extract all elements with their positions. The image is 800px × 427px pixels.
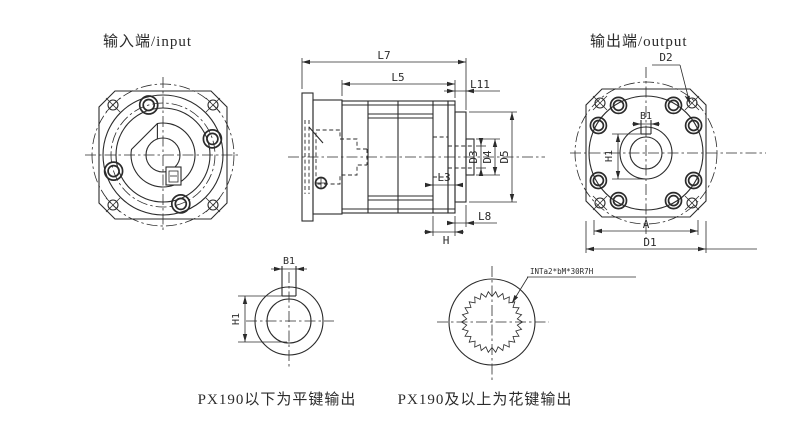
keyway-detail: B1 H1 <box>231 256 334 367</box>
dim-l11: L11 <box>444 78 500 94</box>
dim-d2: D2 <box>652 51 691 105</box>
dim-d1: D1 <box>585 221 757 253</box>
dim-label-l8: L8 <box>478 210 491 223</box>
dim-a: A <box>593 218 699 235</box>
dim-label-l5: L5 <box>391 71 404 84</box>
pilot-circle <box>588 95 704 211</box>
spline-note-label: INTa2*bM*30R7H <box>530 267 594 276</box>
corner-hole <box>592 195 608 211</box>
output-shaft <box>465 138 475 176</box>
side-view: L7 L5 L11 L3 L8 <box>288 49 545 247</box>
pilot-circle <box>115 107 211 203</box>
flange-face-circle <box>102 94 224 216</box>
hidden-clamp-coupling <box>308 126 368 190</box>
corner-hole <box>205 197 221 213</box>
output-bore-circle <box>629 136 663 170</box>
dim-label-b1: B1 <box>640 111 652 122</box>
hidden-shaft-bore <box>432 136 449 178</box>
dim-b1: B1 <box>632 111 660 127</box>
dim-label-a: A <box>643 218 650 231</box>
output-end-heading: 输出端/output <box>590 33 688 50</box>
bolt-hole <box>609 191 628 210</box>
keyway-caption: PX190以下为平键输出 <box>198 391 357 408</box>
flange-outline <box>585 88 707 218</box>
input-bore <box>145 137 181 173</box>
bolt-hole <box>103 161 124 181</box>
dim-label-l7: L7 <box>377 49 390 62</box>
dim-label-l11: L11 <box>470 78 490 91</box>
dim-label-d2: D2 <box>659 51 672 64</box>
dim-label-b1-detail: B1 <box>283 256 295 267</box>
dim-l7: L7 <box>301 49 467 110</box>
dim-label-d5: D5 <box>498 150 511 163</box>
shaft-outer-circle <box>254 286 324 356</box>
dim-h: H <box>424 216 464 247</box>
spline-note-leader: INTa2*bM*30R7H <box>511 267 636 304</box>
input-hub-outline <box>130 122 196 188</box>
flange-outline <box>98 90 228 220</box>
dim-l8: L8 <box>447 205 497 236</box>
bolt-hole <box>684 171 703 190</box>
bolt-hole <box>609 96 628 115</box>
spline-outer-circle <box>448 278 536 366</box>
bolt-hole <box>664 96 683 115</box>
spline-caption: PX190及以上为花键输出 <box>398 391 573 408</box>
bolt-hole <box>138 95 159 115</box>
spline-gear-teeth <box>460 290 524 354</box>
corner-hole <box>205 97 221 113</box>
dim-label-d4: D4 <box>481 150 494 164</box>
dim-label-h1-detail: H1 <box>231 313 242 325</box>
corner-hole <box>105 197 121 213</box>
dim-label-d3: D3 <box>467 150 480 163</box>
shaft-bore-circle <box>266 298 312 344</box>
dim-l5: L5 <box>341 71 456 98</box>
clamp-slot-inner <box>168 170 179 183</box>
dim-label-h1: H1 <box>604 150 615 162</box>
dim-label-l3: L3 <box>437 171 450 184</box>
bolt-hole <box>202 129 223 149</box>
corner-hole-circle <box>91 83 235 227</box>
corner-hole <box>592 95 608 111</box>
input-end-heading: 输入端/input <box>103 33 192 50</box>
dim-d3: D3 <box>467 138 486 176</box>
bolt-hole <box>664 191 683 210</box>
corner-hole <box>684 195 700 211</box>
corner-hole <box>105 97 121 113</box>
input-end-view <box>85 77 241 233</box>
dim-d5: D5 <box>469 111 517 203</box>
bolt-hole <box>170 194 191 214</box>
bolt-hole <box>589 116 608 135</box>
output-end-view: B1 H1 D2 A D1 <box>570 51 766 253</box>
dim-label-h: H <box>443 234 450 247</box>
dim-h1: H1 <box>604 133 646 180</box>
dim-label-d1: D1 <box>643 236 656 249</box>
dim-d4: D4 <box>476 138 500 176</box>
dim-h1-detail: H1 <box>231 295 287 343</box>
bolt-hole <box>589 171 608 190</box>
chamfer-line <box>308 126 324 144</box>
dim-l3: L3 <box>425 171 463 188</box>
spline-detail: INTa2*bM*30R7H <box>437 266 636 380</box>
dim-b1-detail: B1 <box>271 256 307 272</box>
bolt-hole <box>684 116 703 135</box>
corner-hole-circle <box>574 81 718 225</box>
bolt-circle <box>110 102 216 208</box>
